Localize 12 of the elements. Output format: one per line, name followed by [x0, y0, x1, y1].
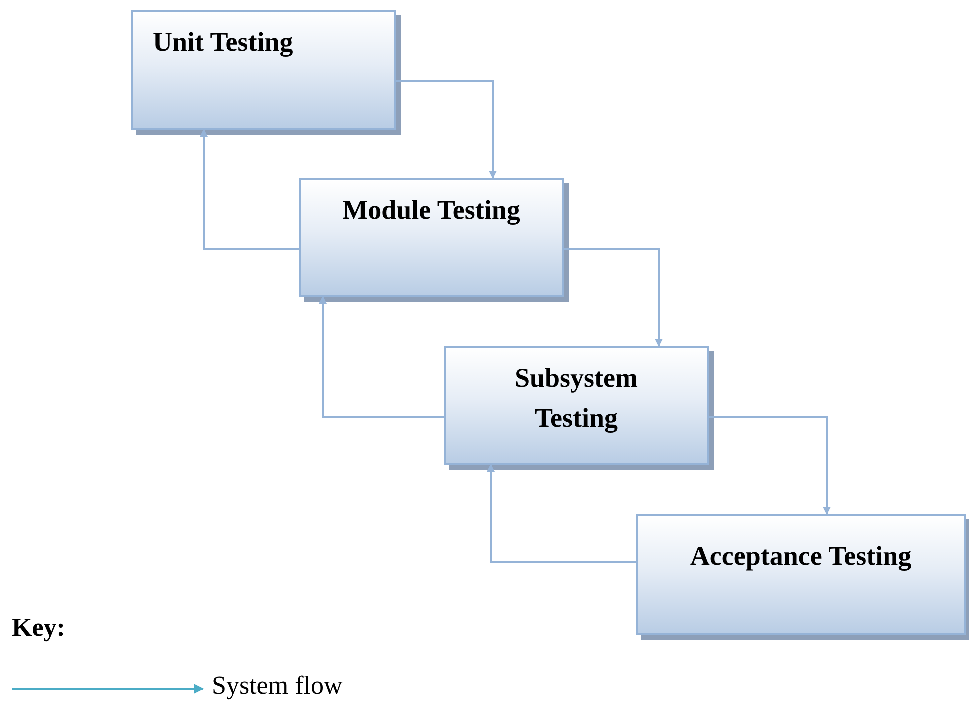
arrow — [319, 296, 444, 418]
box-title: Module Testing — [342, 194, 522, 227]
box-title: Subsystem Testing — [514, 362, 640, 435]
arrow — [709, 416, 831, 515]
arrow — [487, 464, 636, 563]
box-title: Acceptance Testing — [689, 540, 913, 573]
arrow — [200, 129, 299, 250]
arrow — [396, 80, 497, 179]
box-title: Unit Testing — [153, 26, 294, 59]
legend-label: System flow — [212, 671, 343, 701]
key-heading: Key: — [12, 613, 66, 643]
arrow — [564, 248, 663, 347]
